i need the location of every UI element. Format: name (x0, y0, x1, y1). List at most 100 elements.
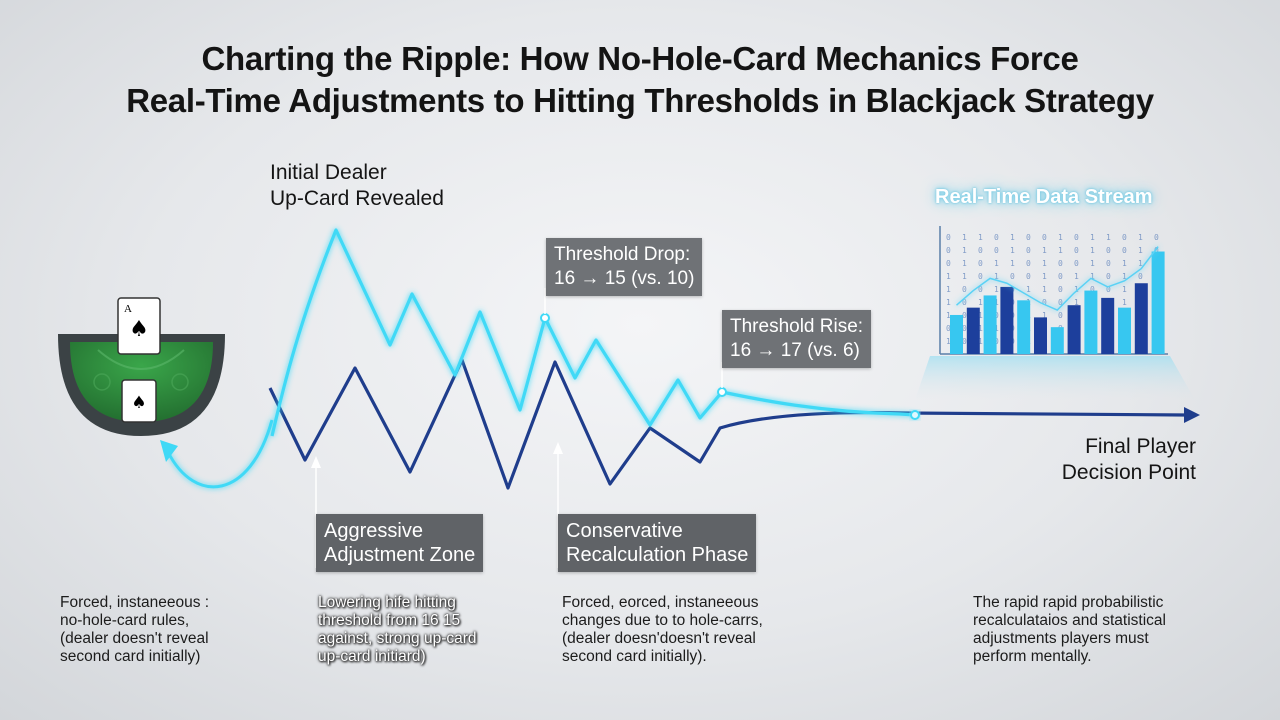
rise-line-2: 16 → 17 (vs. 6) (730, 340, 860, 361)
data-stream-floor (915, 356, 1195, 400)
dealer-second-card: ♠ (121, 379, 157, 423)
binary-digit: 0 (1074, 259, 1079, 268)
binary-digit: 0 (1026, 246, 1031, 255)
note-line: against, strong up-card (318, 630, 477, 647)
binary-digit: 1 (1090, 233, 1095, 242)
binary-digit: 1 (946, 311, 951, 320)
binary-digit: 1 (1138, 233, 1143, 242)
rise-line-1: Threshold Rise: (730, 316, 864, 337)
page-title: Charting the Ripple: How No-Hole-Card Me… (0, 38, 1280, 122)
binary-digit: 1 (946, 298, 951, 307)
title-line-1: Charting the Ripple: How No-Hole-Card Me… (201, 40, 1079, 77)
aggressive-line-2: Adjustment Zone (324, 544, 476, 566)
binary-digit: 1 (1074, 272, 1079, 281)
conservative-line-1: Conservative (566, 520, 683, 542)
binary-digit: 1 (1026, 285, 1031, 294)
data-stream-bar (1101, 297, 1115, 354)
initial-dealer-line-2: Up-Card Revealed (270, 187, 444, 210)
note-line: second card initially) (60, 648, 201, 665)
binary-digit: 0 (946, 233, 951, 242)
aggressive-zone-callout: Aggressive Adjustment Zone (316, 514, 484, 572)
conservative-line-2: Recalculation Phase (566, 544, 749, 566)
data-stream-bars (950, 251, 1165, 354)
binary-digit: 1 (994, 285, 999, 294)
binary-digit: 1 (946, 272, 951, 281)
note-line: The rapid rapid probabilistic (973, 594, 1164, 611)
threshold-rise-marker (717, 387, 727, 397)
binary-digit: 0 (1026, 272, 1031, 281)
binary-digit: 1 (1090, 246, 1095, 255)
binary-digit: 1 (994, 259, 999, 268)
note-forced-changes: Forced, eorced, instaneeous changes due … (562, 594, 763, 666)
binary-digit: 0 (1026, 233, 1031, 242)
data-stream-bar (1151, 251, 1165, 354)
binary-digit: 1 (962, 233, 967, 242)
binary-digit: 1 (1042, 272, 1047, 281)
note-line: Lowering hife hitting (318, 594, 456, 611)
binary-digit: 0 (962, 298, 967, 307)
data-stream-trendline (956, 246, 1159, 311)
binary-digit: 0 (1106, 285, 1111, 294)
note-line: threshold from 16 15 (318, 612, 461, 629)
note-no-hole-card-rules: Forced, instaneeous : no-hole-card rules… (60, 594, 209, 666)
binary-digit: 0 (1138, 272, 1143, 281)
data-stream-bar (1050, 327, 1064, 354)
data-stream-bar (1084, 290, 1098, 354)
binary-digit: 0 (1122, 246, 1127, 255)
binary-digit: 1 (1042, 285, 1047, 294)
binary-digit: 0 (946, 324, 951, 333)
binary-digit: 1 (994, 272, 999, 281)
note-lowering-threshold: Lowering hife hitting threshold from 16 … (318, 594, 477, 666)
data-stream-bar (1067, 305, 1081, 354)
binary-digit: 1 (1090, 259, 1095, 268)
data-stream-bar (1017, 300, 1031, 354)
binary-digit: 1 (978, 233, 983, 242)
convergence-marker (910, 410, 920, 420)
data-stream-bar (1034, 317, 1047, 354)
binary-digit: 0 (1106, 259, 1111, 268)
note-line: no-hole-card rules, (60, 612, 190, 629)
binary-digit: 1 (1058, 233, 1063, 242)
binary-digit: 0 (1042, 233, 1047, 242)
binary-digit: 0 (962, 337, 967, 346)
binary-digit: 0 (1106, 246, 1111, 255)
binary-digit: 0 (1042, 298, 1047, 307)
data-stream-bar (966, 307, 980, 354)
data-stream-bar (1134, 283, 1148, 354)
aggressive-line-1: Aggressive (324, 520, 423, 542)
data-stream-title: Real-Time Data Stream (935, 186, 1153, 208)
threshold-drop-callout: Threshold Drop: 16 → 15 (vs. 10) (546, 238, 703, 296)
note-line: Forced, instaneeous : (60, 594, 210, 611)
binary-digit: 0 (994, 233, 999, 242)
binary-digit: 0 (994, 246, 999, 255)
binary-digit: 0 (1106, 272, 1111, 281)
card-rank-text: A (124, 303, 132, 315)
final-decision-line-1: Final Player (1085, 435, 1196, 458)
axis-arrow-head (1184, 407, 1200, 423)
binary-digit: 1 (1138, 259, 1143, 268)
card-suit-text: ♠ (131, 393, 146, 413)
threshold-drop-marker (540, 313, 550, 323)
binary-digit: 0 (1010, 272, 1015, 281)
binary-digit: 0 (1154, 233, 1159, 242)
binary-digit: 1 (1058, 246, 1063, 255)
binary-digit: 0 (978, 259, 983, 268)
binary-digit: 1 (1042, 259, 1047, 268)
binary-digit: 0 (946, 246, 951, 255)
binary-digit: 0 (978, 285, 983, 294)
data-stream-bar (950, 314, 963, 354)
title-line-2: Real-Time Adjustments to Hitting Thresho… (126, 82, 1154, 119)
binary-digit: 0 (978, 246, 983, 255)
curved-tail-arrow (166, 419, 274, 489)
binary-digit: 1 (1010, 259, 1015, 268)
note-line: recalculataios and statistical (973, 612, 1166, 629)
binary-digit: 1 (962, 259, 967, 268)
binary-digit: 0 (1058, 259, 1063, 268)
binary-digit: 1 (1010, 233, 1015, 242)
binary-digit: 1 (946, 285, 951, 294)
binary-digit: 0 (1074, 233, 1079, 242)
aggressive-pointer-head (311, 456, 321, 468)
note-line: Forced, eorced, instaneeous (562, 594, 759, 611)
note-line: (dealer doesn'doesn't reveal (562, 630, 756, 647)
